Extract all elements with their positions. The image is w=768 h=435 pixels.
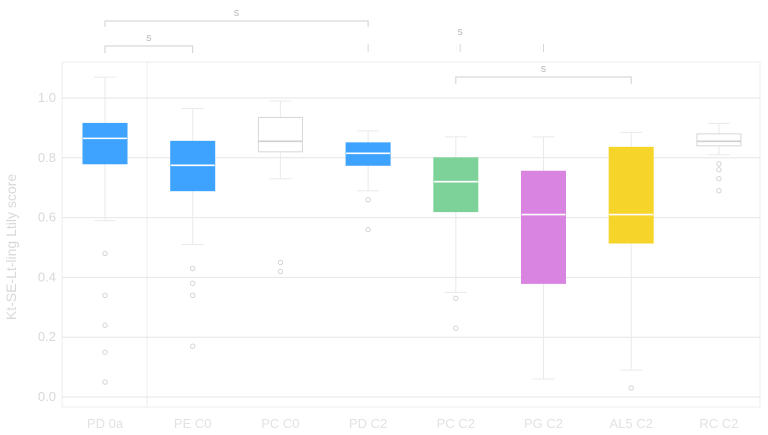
box-2 <box>170 107 216 349</box>
x-tick-label: PG C2 <box>524 416 563 431</box>
x-tick-label: PE C0 <box>174 416 212 431</box>
y-tick-label: 0.2 <box>38 329 56 344</box>
significance-bracket: s <box>455 63 632 84</box>
x-tick-label: PD C2 <box>349 416 387 431</box>
bracket-label: s <box>146 32 152 44</box>
flier-point <box>716 176 722 182</box>
significance-brackets: s s s s <box>104 7 632 84</box>
flier-point <box>365 226 371 233</box>
flier-point <box>716 167 722 173</box>
flier-point <box>716 187 722 194</box>
box-series <box>82 76 742 391</box>
y-tick-label: 0.8 <box>38 150 56 165</box>
y-tick-label: 0.6 <box>38 210 56 225</box>
x-tick-label: PC C2 <box>437 416 475 431</box>
flier-point <box>453 295 459 302</box>
box-8 <box>696 122 742 194</box>
y-tick-labels: 0.0 0.2 0.4 0.6 0.8 1.0 <box>38 90 56 404</box>
bracket-label: s <box>457 26 463 38</box>
significance-bracket: s <box>104 7 369 27</box>
y-tick-label: 0.4 <box>38 269 56 284</box>
x-tick-label: PC C0 <box>261 416 299 431</box>
plot-area-border <box>61 61 761 408</box>
box-iqr <box>433 157 479 213</box>
flier-point <box>102 292 108 299</box>
box-4 <box>345 130 391 233</box>
x-tick-label: AL5 C2 <box>610 416 653 431</box>
y-axis-title: Kt-SE-Lt-ling Ltily score <box>3 174 19 320</box>
box-iqr <box>608 146 654 244</box>
box-3 <box>257 100 303 275</box>
flier-point <box>277 259 284 266</box>
bracket-line <box>104 45 194 53</box>
y-tick-label: 1.0 <box>38 90 56 105</box>
flier-point <box>628 385 634 391</box>
flier-point <box>190 343 196 349</box>
box-iqr <box>82 122 128 165</box>
box-6 <box>521 136 566 380</box>
y-tick-label: 0.0 <box>38 389 56 404</box>
flier-point <box>102 250 108 257</box>
box-5 <box>433 136 479 331</box>
bracket-label: s <box>234 7 240 19</box>
flier-point <box>365 196 371 203</box>
flier-point <box>190 265 196 272</box>
flier-point <box>102 349 108 355</box>
box-iqr <box>521 170 566 284</box>
bracket-line <box>455 76 632 84</box>
flier-point <box>190 280 196 287</box>
box-iqr <box>257 116 303 153</box>
flier-point <box>277 268 284 275</box>
box-1 <box>82 76 128 385</box>
bracket-label: s <box>541 63 547 75</box>
x-tick-label: PD 0a <box>87 416 124 431</box>
plot-frame <box>61 61 761 408</box>
box-7 <box>608 131 654 391</box>
x-tick-label: RC C2 <box>699 416 738 431</box>
flier-point <box>102 379 108 385</box>
x-tick-labels: PD 0a PE C0 PC C0 PD C2 PC C2 PG C2 AL5 C2 RC C… <box>87 416 738 431</box>
flier-point <box>190 292 196 299</box>
flier-point <box>453 325 459 331</box>
grid-lines <box>62 97 760 398</box>
box-iqr <box>696 133 742 147</box>
flier-point <box>716 161 722 167</box>
bracket-line <box>104 20 369 27</box>
significance-bracket: s <box>104 32 194 53</box>
flier-point <box>102 322 108 328</box>
